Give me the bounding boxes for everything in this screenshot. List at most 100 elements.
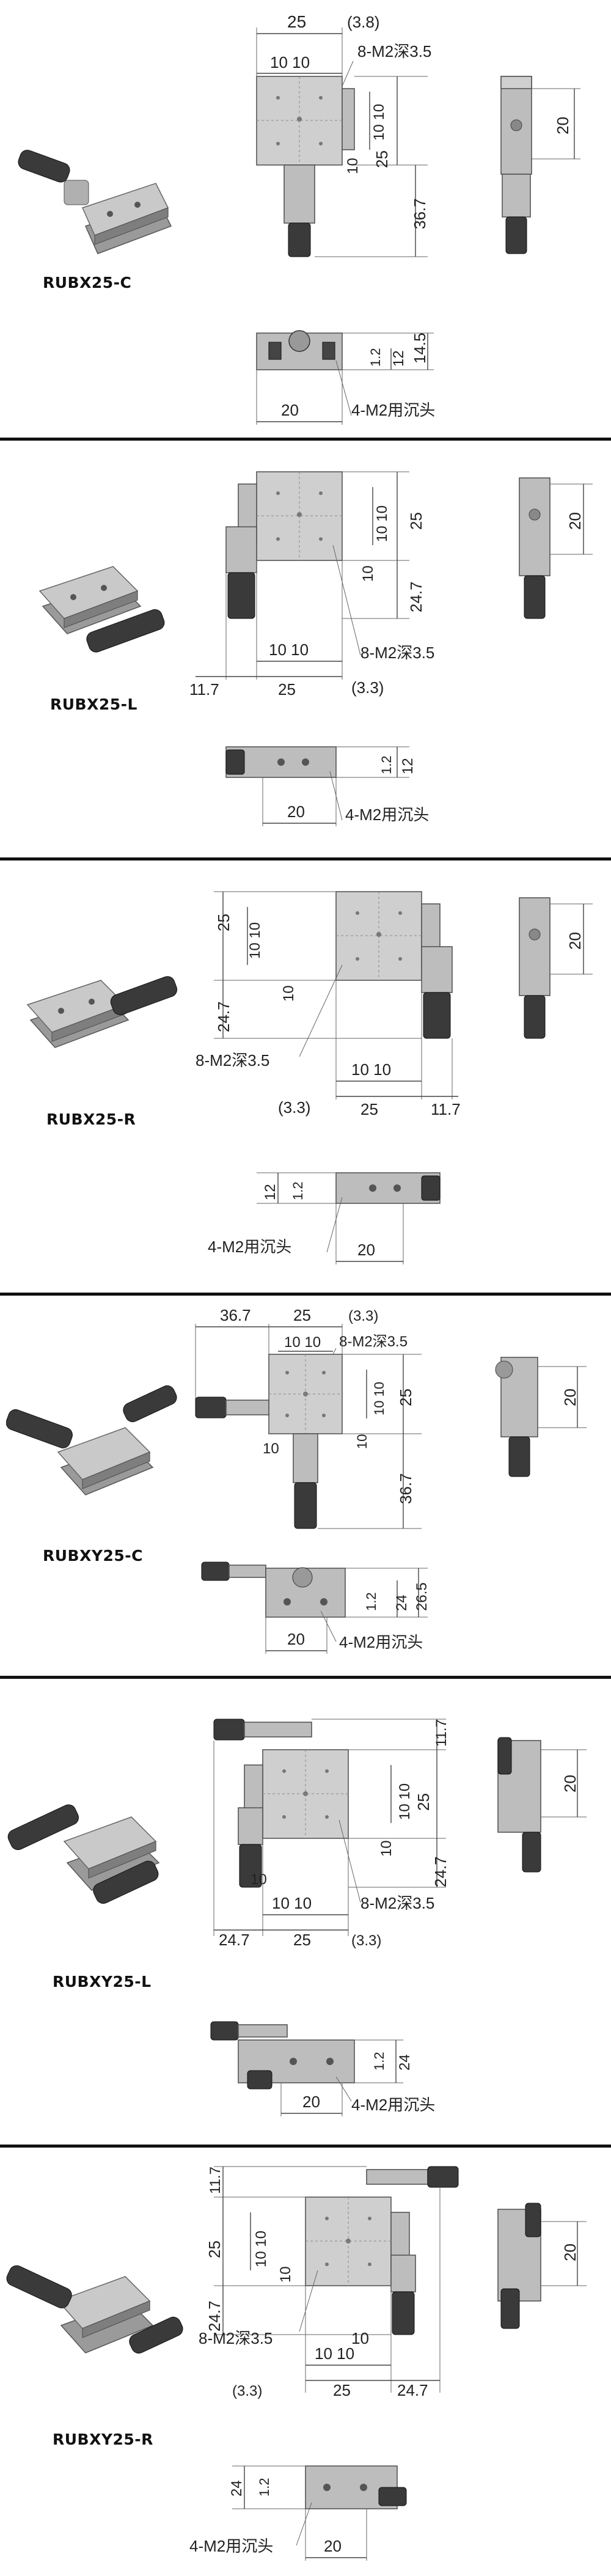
dim-1-2: 1.2 [364,1592,379,1611]
dim-10-right: 10 [378,1840,395,1857]
drawing-side-view: 20 [497,2203,587,2329]
dim-20-side: 20 [566,932,584,950]
section-rubxy25-r: RUBXY25-R 11.7 25 10 10 10 24.7 8-M2深3.5… [0,2148,611,2574]
dim-12: 12 [390,350,407,367]
dim-26-5: 26.5 [414,1582,430,1611]
dim-10-right: 10 [360,565,376,582]
dim-20-bottom: 20 [324,2537,342,2555]
dim-10-10-right: 10 10 [371,1382,387,1415]
drawing-bottom-view: 14.5 12 1.2 20 4-M2用沉头 [256,330,435,425]
dim-25-right: 25 [414,1793,433,1811]
dim-1-2: 1.2 [290,1181,306,1200]
dim-10-left: 10 [280,985,297,1002]
dim-25-bottom: 25 [293,1931,311,1948]
dim-10-10-left: 10 10 [247,922,263,959]
dim-25: 25 [287,12,306,31]
section-divider [0,438,611,441]
dim-3-3: (3.3) [351,1932,381,1948]
drawing-bottom-view: 24 1.2 20 4-M2用沉头 [210,2021,435,2116]
dim-10-10-right: 10 10 [371,104,387,141]
stage-photo [38,566,165,653]
dim-10-right: 10 [345,158,361,174]
dim-12: 12 [262,1184,279,1200]
dim-25-right: 25 [397,1389,415,1406]
dim-36-7-top: 36.7 [220,1306,251,1324]
countersink-spec: 4-M2用沉头 [345,805,429,824]
dim-20-bottom: 20 [287,1630,305,1648]
dim-36-7: 36.7 [411,198,429,229]
drawing-front-view: 11.7 25 10 10 10 24.7 8-M2深3.5 10 10 10 … [199,2166,459,2399]
dim-1-2: 1.2 [371,2052,387,2071]
drawing-front-view: 25 10 10 10 24.7 8-M2深3.5 10 10 (3.3) 25… [196,891,461,1118]
dim-3-8: (3.8) [347,13,379,31]
dim-20-bottom: 20 [302,2093,320,2111]
dim-24: 24 [393,1594,410,1611]
dim-12: 12 [400,758,416,774]
section-divider [0,1676,611,1679]
section-divider [0,1293,611,1296]
dim-25-top: 25 [293,1306,311,1324]
dim-20-side: 20 [561,1389,579,1406]
dim-10-10-right: 10 10 [374,505,390,542]
dim-11-7: 11.7 [433,1719,450,1747]
dim-10-10-left: 10 10 [253,2231,269,2267]
dim-24-7: 24.7 [431,1856,450,1887]
dim-10-10-bottom: 10 10 [269,640,309,659]
dim-20-side: 20 [566,512,584,530]
dim-20-bottom: 20 [281,401,299,419]
drawing-side-view: 20 [497,1737,587,1873]
dim-10-left: 10 [277,2266,294,2283]
dim-10-left: 10 [251,1871,267,1888]
dim-1-2: 1.2 [379,755,394,774]
model-name: RUBXY25-C [43,1547,143,1565]
dim-24-7: 24.7 [407,581,425,612]
countersink-spec: 4-M2用沉头 [339,1633,423,1651]
dim-3-3: (3.3) [278,1098,310,1117]
dim-25-bottom: 25 [333,2381,351,2399]
hole-spec: 8-M2深3.5 [357,42,431,61]
dim-10-10: 10 10 [270,53,310,72]
stage-photo [6,2265,183,2354]
drawing-bottom-view: 12 1.2 4-M2用沉头 20 [208,1172,441,1264]
countersink-spec: 4-M2用沉头 [351,2096,435,2114]
dim-24: 24 [229,2480,245,2497]
dim-24-7-bottom: 24.7 [397,2381,428,2399]
section-rubxy25-l: RUBXY25-L 11.7 25 10 10 10 24.7 10 10 10… [0,1679,611,2144]
dim-10-10-bottom: 10 10 [272,1894,312,1912]
dim-25-bottom: 25 [278,680,296,698]
section-rubx25-r: RUBX25-R 25 10 10 10 24.7 8-M2深3.5 10 10… [0,861,611,1292]
stage-photo [7,1804,160,1904]
dim-24-7-bottom: 24.7 [219,1931,250,1948]
drawing-front-view: 25 (3.8) 10 10 8-M2深3.5 25 10 10 10 36.7 [256,12,431,257]
drawing-side-view: 20 [495,1357,587,1477]
dim-3-3: (3.3) [232,2383,262,2399]
dim-10-10-right: 10 10 [397,1783,413,1820]
drawing-front-view: 36.7 25 (3.3) 10 10 8-M2深3.5 25 10 10 10… [195,1306,422,1529]
model-name: RUBXY25-L [53,1973,152,1991]
model-name: RUBX25-C [43,274,132,292]
section-rubx25-l: RUBX25-L 25 10 10 10 24.7 10 10 8-M2深3.5… [0,441,611,857]
dim-36-7-right: 36.7 [397,1473,415,1504]
dim-1-2: 1.2 [257,2478,272,2497]
hole-spec: 8-M2深3.5 [339,1334,408,1350]
dim-14-5: 14.5 [411,332,429,364]
stage-photo [6,1385,177,1495]
dim-10-right: 10 [354,1434,370,1449]
dim-25-right: 25 [407,512,425,530]
dim-10-10-bottom: 10 10 [351,1060,391,1079]
countersink-spec: 4-M2用沉头 [189,2537,273,2555]
drawing-bottom-view: 26.5 24 1.2 20 4-M2用沉头 [201,1561,430,1654]
drawing-bottom-view: 12 1.2 20 4-M2用沉头 [225,746,429,826]
dim-10-10-top: 10 10 [284,1334,321,1351]
drawing-front-view: 11.7 25 10 10 10 24.7 10 10 10 8-M2深3.5 … [213,1719,450,1948]
section-divider [0,2145,611,2148]
dim-1-2: 1.2 [368,348,383,367]
dim-20-bottom: 20 [287,802,305,821]
dim-11-7: 11.7 [431,1100,461,1118]
dim-24-7: 24.7 [214,1001,233,1032]
dim-25-bottom: 25 [360,1100,378,1118]
dim-3-3-top: (3.3) [348,1308,378,1324]
hole-spec: 8-M2深3.5 [360,1894,434,1912]
hole-spec: 8-M2深3.5 [196,1051,269,1070]
dim-10-10-bottom: 10 10 [315,2344,354,2363]
